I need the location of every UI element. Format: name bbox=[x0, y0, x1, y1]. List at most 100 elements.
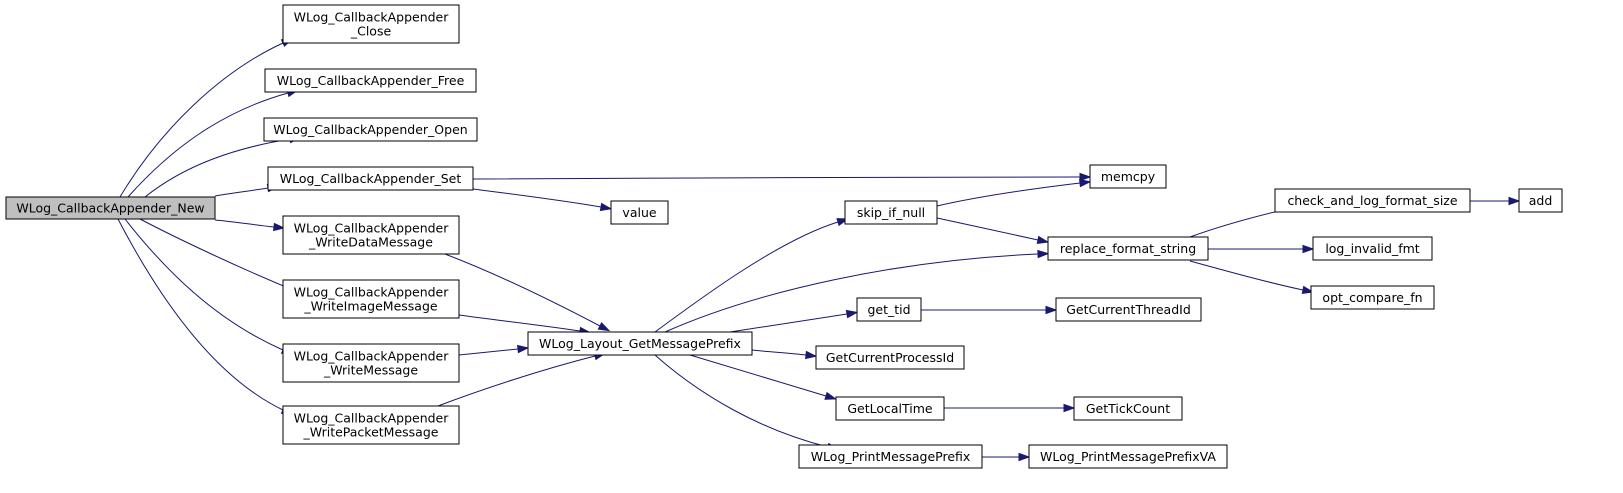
node-box bbox=[264, 68, 477, 93]
edge-line bbox=[214, 187, 269, 197]
node-label: value bbox=[622, 205, 656, 220]
arrowhead bbox=[1018, 452, 1031, 462]
node-open[interactable]: WLog_CallbackAppender_Open bbox=[263, 117, 478, 142]
node-set[interactable]: WLog_CallbackAppender_Set bbox=[267, 166, 474, 191]
edge-new-to-wdm bbox=[214, 219, 286, 232]
node-label: WLog_CallbackAppender bbox=[294, 221, 450, 236]
node-box bbox=[282, 343, 460, 383]
edge-prefix-to-ltime bbox=[689, 354, 838, 400]
edge-line bbox=[664, 253, 1039, 333]
arrowhead bbox=[1045, 305, 1058, 315]
edge-line bbox=[654, 221, 839, 333]
node-close[interactable]: WLog_CallbackAppender_Close bbox=[282, 4, 460, 44]
node-pid[interactable]: GetCurrentProcessId bbox=[815, 345, 965, 370]
node-pmpva[interactable]: WLog_PrintMessagePrefixVA bbox=[1028, 444, 1228, 469]
node-label: WLog_CallbackAppender_New bbox=[16, 201, 204, 216]
node-box bbox=[1055, 297, 1202, 322]
node-free[interactable]: WLog_CallbackAppender_Free bbox=[264, 68, 477, 93]
edge-line bbox=[1189, 260, 1304, 291]
edge-line bbox=[689, 354, 827, 397]
node-pmp[interactable]: WLog_PrintMessagePrefix bbox=[798, 444, 983, 469]
node-label: skip_if_null bbox=[857, 205, 925, 220]
edge-line bbox=[444, 253, 601, 327]
arrowhead bbox=[1302, 244, 1315, 254]
node-box bbox=[1310, 285, 1435, 310]
node-replace[interactable]: replace_format_string bbox=[1047, 236, 1209, 261]
node-label: WLog_CallbackAppender_Open bbox=[273, 122, 467, 137]
node-label: WLog_PrintMessagePrefix bbox=[811, 449, 971, 464]
arrowhead bbox=[1301, 285, 1315, 294]
node-label: WLog_CallbackAppender bbox=[294, 349, 450, 364]
node-wpm[interactable]: WLog_CallbackAppender_WritePacketMessage bbox=[282, 405, 460, 445]
node-skip[interactable]: skip_if_null bbox=[844, 200, 938, 225]
edge-line bbox=[144, 138, 291, 198]
node-value[interactable]: value bbox=[610, 200, 669, 225]
node-label: _WriteImageMessage bbox=[303, 299, 437, 314]
node-memcpy[interactable]: memcpy bbox=[1089, 164, 1167, 189]
node-box bbox=[1073, 396, 1183, 421]
edge-line bbox=[139, 218, 294, 291]
node-box bbox=[527, 331, 753, 356]
node-label: WLog_CallbackAppender_Free bbox=[277, 73, 465, 88]
node-wm[interactable]: WLog_CallbackAppender_WriteMessage bbox=[282, 343, 460, 383]
node-label: memcpy bbox=[1101, 169, 1156, 184]
node-thread[interactable]: GetCurrentThreadId bbox=[1055, 297, 1202, 322]
edge-prefix-to-pid bbox=[751, 349, 818, 360]
edge-line bbox=[437, 355, 596, 407]
arrowhead bbox=[1037, 249, 1050, 259]
node-box bbox=[282, 405, 460, 445]
edge-set-to-value bbox=[472, 188, 613, 212]
edge-skip-to-replace bbox=[936, 217, 1050, 244]
arrowhead bbox=[1063, 403, 1076, 413]
edge-line bbox=[472, 176, 1081, 180]
node-tick[interactable]: GetTickCount bbox=[1073, 396, 1183, 421]
node-box bbox=[1047, 236, 1209, 261]
node-box bbox=[1518, 188, 1563, 213]
node-label: _WriteDataMessage bbox=[308, 235, 433, 250]
edge-wpm-to-prefix bbox=[437, 352, 607, 407]
edge-wdm-to-prefix bbox=[444, 253, 611, 332]
node-wim[interactable]: WLog_CallbackAppender_WriteImageMessage bbox=[282, 279, 460, 319]
node-box bbox=[1089, 164, 1167, 189]
edge-replace-to-invalid bbox=[1208, 244, 1315, 254]
node-prefix[interactable]: WLog_Layout_GetMessagePrefix bbox=[527, 331, 753, 356]
edge-check-to-add bbox=[1470, 196, 1521, 206]
edge-prefix-to-replace bbox=[664, 249, 1050, 333]
node-label: _WriteMessage bbox=[323, 363, 418, 378]
node-box bbox=[844, 200, 938, 225]
arrowhead bbox=[824, 391, 838, 400]
arrowhead bbox=[1079, 172, 1092, 182]
arrowhead bbox=[1508, 196, 1521, 206]
node-label: _WritePacketMessage bbox=[303, 425, 439, 440]
node-box bbox=[856, 297, 922, 322]
node-box bbox=[282, 4, 460, 44]
node-label: get_tid bbox=[867, 302, 910, 317]
node-new[interactable]: WLog_CallbackAppender_New bbox=[5, 196, 216, 220]
node-box bbox=[798, 444, 983, 469]
node-ltime[interactable]: GetLocalTime bbox=[835, 396, 945, 421]
node-box bbox=[282, 279, 460, 319]
node-label: WLog_PrintMessagePrefixVA bbox=[1040, 449, 1216, 464]
node-opt[interactable]: opt_compare_fn bbox=[1310, 285, 1435, 310]
node-label: GetCurrentThreadId bbox=[1066, 302, 1191, 317]
node-box bbox=[267, 166, 474, 191]
arrowhead bbox=[1079, 178, 1092, 188]
node-tid[interactable]: get_tid bbox=[856, 297, 922, 322]
node-label: _Close bbox=[350, 24, 392, 39]
edge-set-to-memcpy bbox=[472, 172, 1092, 182]
node-add[interactable]: add bbox=[1518, 188, 1563, 213]
node-wdm[interactable]: WLog_CallbackAppender_WriteDataMessage bbox=[282, 215, 460, 255]
node-box bbox=[835, 396, 945, 421]
node-label: WLog_CallbackAppender bbox=[294, 10, 450, 25]
node-label: add bbox=[1529, 193, 1553, 208]
arrowhead bbox=[273, 222, 286, 232]
node-check[interactable]: check_and_log_format_size bbox=[1274, 188, 1471, 213]
arrowhead bbox=[845, 309, 859, 319]
node-invalid[interactable]: log_invalid_fmt bbox=[1312, 236, 1433, 261]
edge-new-to-wm bbox=[124, 218, 294, 355]
edge-pmp-to-pmpva bbox=[981, 452, 1031, 462]
node-label: GetLocalTime bbox=[847, 401, 933, 416]
edge-line bbox=[124, 218, 284, 351]
arrowhead bbox=[517, 344, 530, 354]
